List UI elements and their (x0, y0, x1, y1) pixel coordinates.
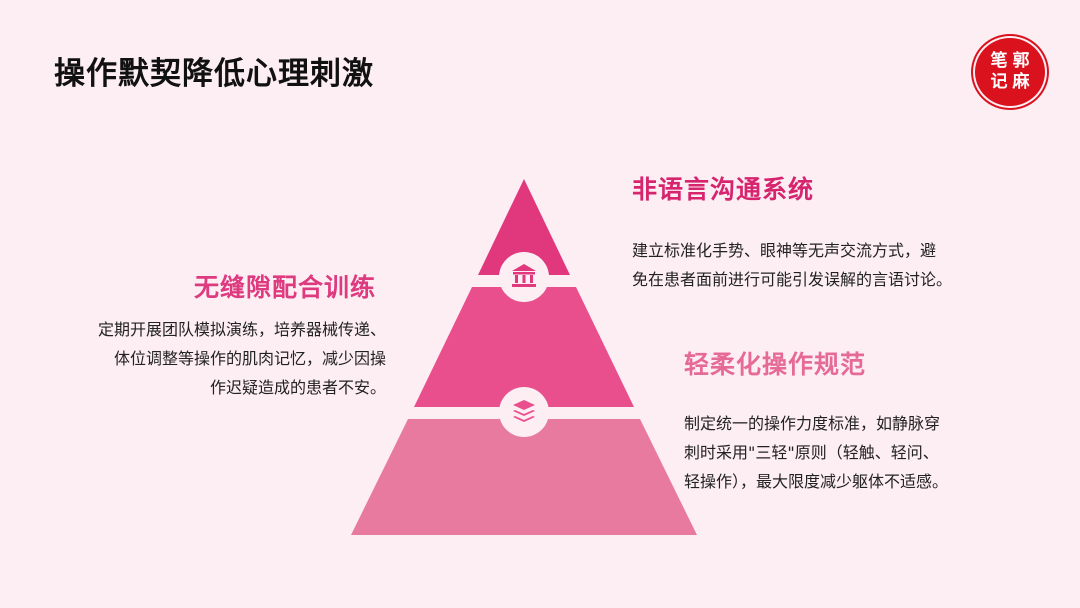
seal-char: 郭 (1012, 51, 1030, 71)
text-line: 轻操作），最大限度减少躯体不适感。 (684, 472, 949, 491)
text-line: 体位调整等操作的肌肉记忆，减少因操 (113, 349, 386, 368)
bank-icon (499, 252, 549, 302)
text-gentle-operation: 制定统一的操作力度标准，如静脉穿 刺时采用"三轻"原则（轻触、轻问、 轻操作），… (684, 409, 948, 496)
text-line: 作迟疑造成的患者不安。 (209, 378, 386, 397)
seal-char: 麻 (1012, 72, 1030, 92)
heading-seamless-training: 无缝隙配合训练 (194, 273, 377, 302)
pyramid-layer-bottom (351, 419, 697, 535)
seal-char: 笔 (990, 51, 1008, 71)
pyramid-layer-top (478, 179, 570, 275)
slide-title: 操作默契降低心理刺激 (54, 56, 374, 92)
seal-logo: 笔 郭 记 麻 (975, 38, 1045, 106)
text-nonverbal-communication: 建立标准化手势、眼神等无声交流方式，避 免在患者面前进行可能引发误解的言语讨论。 (632, 236, 952, 294)
text-seamless-training: 定期开展团队模拟演练，培养器械传递、 体位调整等操作的肌肉记忆，减少因操 作迟疑… (98, 315, 386, 402)
text-line: 制定统一的操作力度标准，如静脉穿 (684, 414, 941, 433)
heading-nonverbal-communication: 非语言沟通系统 (632, 175, 815, 204)
text-line: 建立标准化手势、眼神等无声交流方式，避 (632, 241, 937, 260)
layers-icon (499, 387, 549, 437)
text-line: 免在患者面前进行可能引发误解的言语讨论。 (632, 270, 953, 289)
text-line: 刺时采用"三轻"原则（轻触、轻问、 (684, 443, 939, 462)
heading-gentle-operation: 轻柔化操作规范 (684, 350, 867, 379)
pyramid-layer-middle (414, 287, 634, 407)
seal-char: 记 (990, 72, 1008, 92)
text-line: 定期开展团队模拟演练，培养器械传递、 (97, 320, 386, 339)
